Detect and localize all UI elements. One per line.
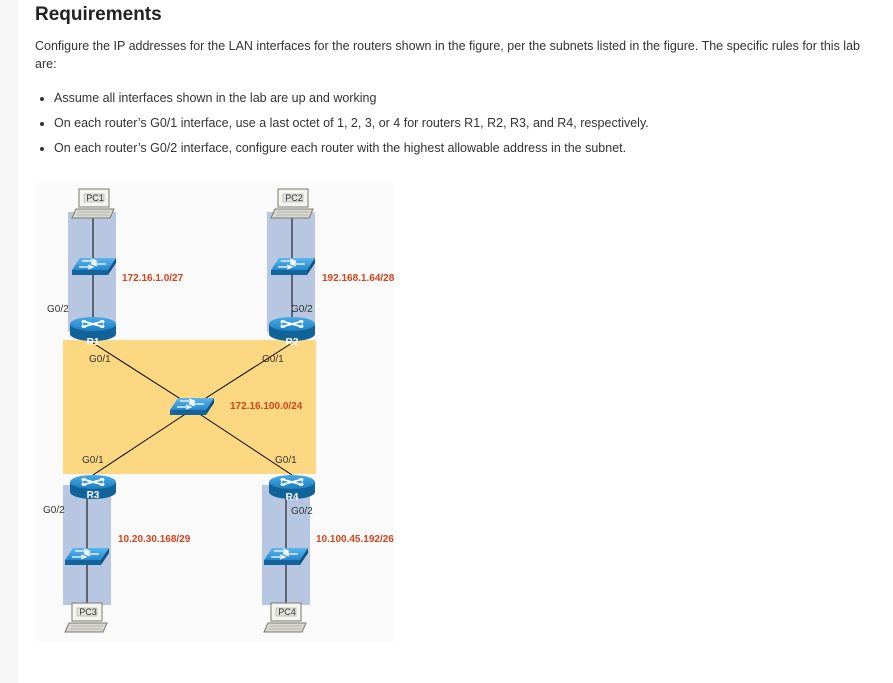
intro-paragraph: Configure the IP addresses for the LAN i…	[35, 39, 860, 71]
pc1-label: PC1	[86, 193, 104, 203]
network-diagram-svg: PC1 PC2 PC3 PC4 R1 R2 R3 R4 G0/2 G0/1	[43, 188, 395, 633]
subnet-lan4-label: 10.100.45.192/26	[316, 534, 394, 545]
subnet-lan3-label: 10.20.30.168/29	[118, 534, 191, 545]
switch-lan3-icon	[64, 547, 110, 566]
switch-core-icon	[169, 397, 215, 416]
section-title: Requirements	[35, 4, 162, 25]
subnet-lan1-label: 172.16.1.0/27	[122, 273, 184, 284]
r1-g01-label: G0/1	[89, 354, 111, 365]
subnet-lan2-label: 192.168.1.64/28	[322, 273, 394, 284]
network-diagram: PC1 PC2 PC3 PC4 R1 R2 R3 R4 G0/2 G0/1	[35, 183, 395, 642]
r2-g02-label: G0/2	[291, 304, 313, 315]
router-r1-label: R1	[87, 337, 100, 348]
switch-lan1-icon	[71, 257, 117, 276]
r3-g01-label: G0/1	[82, 455, 104, 466]
r2-g01-label: G0/1	[262, 354, 284, 365]
router-r2-label: R2	[286, 337, 299, 348]
pc3-label: PC3	[79, 607, 97, 617]
subnet-core-label: 172.16.100.0/24	[230, 401, 303, 412]
router-r4-label: R4	[286, 492, 299, 503]
router-r3-label: R3	[87, 490, 100, 501]
content-page: Requirements Configure the IP addresses …	[18, 0, 893, 683]
rule-item: Assume all interfaces shown in the lab a…	[54, 86, 874, 111]
switch-lan2-icon	[270, 257, 316, 276]
r4-g01-label: G0/1	[275, 455, 297, 466]
cables	[86, 209, 293, 603]
r4-g02-label: G0/2	[291, 506, 313, 517]
rule-item: On each router’s G0/2 interface, configu…	[54, 136, 874, 161]
switch-lan4-icon	[263, 547, 309, 566]
r1-g02-label: G0/2	[47, 304, 69, 315]
pc4-label: PC4	[278, 607, 296, 617]
r3-g02-label: G0/2	[43, 505, 65, 516]
rules-list: Assume all interfaces shown in the lab a…	[35, 86, 874, 161]
pc2-label: PC2	[285, 193, 303, 203]
rule-item: On each router’s G0/1 interface, use a l…	[54, 111, 874, 136]
